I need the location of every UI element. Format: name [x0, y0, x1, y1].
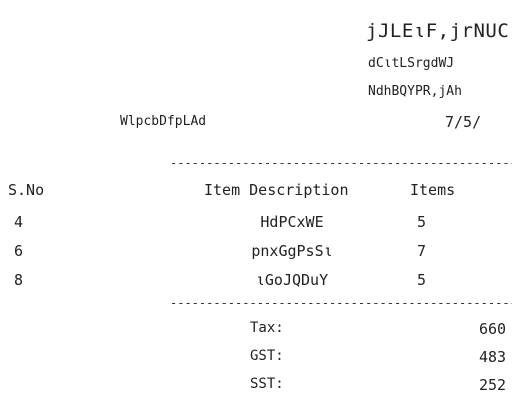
address-line-1: dCιtLSrgdWJ — [368, 56, 455, 71]
gst-label: GST: — [250, 348, 284, 364]
row-items: 5 — [417, 213, 427, 231]
gst-value: 483 — [479, 348, 507, 366]
tax-label: Tax: — [250, 320, 284, 336]
tax-value: 660 — [479, 320, 507, 338]
receipt-date: 7/5/ — [445, 113, 482, 131]
row-sno: 4 — [14, 213, 24, 231]
row-items: 5 — [417, 271, 427, 289]
address-line-2: NdhBQYPR,jAh — [368, 84, 462, 99]
row-sno: 8 — [14, 271, 24, 289]
row-description: ιGoJQDuY — [255, 271, 329, 289]
sst-value: 252 — [479, 376, 507, 394]
separator-bottom: ----------------------------------------… — [170, 296, 512, 310]
row-description: HdPCxWE — [260, 213, 324, 231]
row-sno: 6 — [14, 242, 24, 260]
row-items: 7 — [417, 242, 427, 260]
row-description: pnxGgPsSι — [251, 242, 333, 260]
column-header-sno: S.No — [8, 181, 45, 199]
cashier-name: WlpcbDfpLAd — [120, 114, 207, 129]
separator-top: ----------------------------------------… — [170, 156, 512, 170]
column-header-items: Items — [410, 181, 456, 199]
sst-label: SST: — [250, 376, 284, 392]
column-header-description: Item Description — [204, 181, 349, 199]
store-name: jJLEιF,jrNUC — [366, 20, 510, 42]
